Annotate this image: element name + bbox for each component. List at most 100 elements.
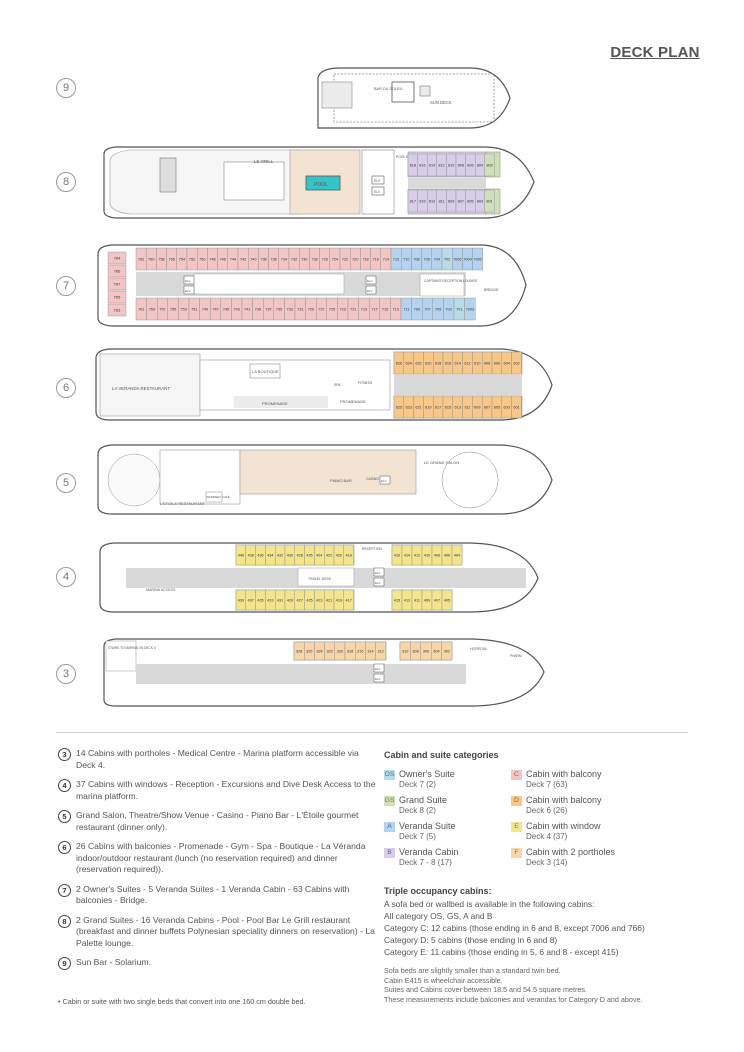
cabin-number: 314 (367, 649, 373, 653)
cabin-number: 703 (446, 307, 452, 311)
captains-lounge-label: CAPTAIN'S RECEPTION LOUNGE (424, 279, 478, 283)
cabin-number: 743 (234, 307, 240, 311)
cabin-number: 411 (414, 598, 420, 602)
cabin-number: 318 (347, 649, 353, 653)
cabin-cell (107, 303, 127, 317)
cabin-number: 764 (114, 256, 121, 261)
cabin-number: 709 (414, 307, 420, 311)
cabin-number: 609 (474, 405, 480, 409)
category-name: Cabin with 2 portholes (526, 847, 616, 857)
cabin-number: 732 (291, 257, 297, 261)
cabin-number: 810 (448, 163, 454, 167)
cabin-number: 728 (311, 257, 317, 261)
cabin-number: 739 (255, 307, 261, 311)
cabin-number: 622 (415, 361, 421, 365)
cabin-number: 802 (486, 163, 492, 167)
cabin-number: 723 (340, 307, 346, 311)
cabin-number: 610 (474, 361, 480, 365)
category-name: Veranda Cabin (399, 847, 459, 857)
spa-label: SPA (334, 383, 341, 387)
cabin-number: 7002 (473, 257, 481, 261)
internet-cafe-label: INTERNET CAFÉ (206, 494, 230, 499)
cabin-number: 625 (396, 405, 402, 409)
cabin-cell (451, 544, 463, 566)
cabin-number: 729 (308, 307, 314, 311)
cabin-number: 602 (513, 361, 519, 365)
deck-3: STAIRS TO MARINA ON DECK 4 ELV ELV HOSPI… (103, 638, 545, 707)
cabin-number: 619 (425, 405, 431, 409)
triple-title: Triple occupancy cabins: (384, 886, 492, 896)
cabin-number: 727 (318, 307, 324, 311)
cabin-number: 613 (455, 405, 461, 409)
cabin-number: 433 (267, 598, 273, 602)
deck-plan-diagram: BAR DU SOLEIL SUN DECK POOL LE GRILL ELV… (95, 67, 553, 707)
category-deck: Deck 3 (14) (526, 858, 568, 867)
pool-bar-label: POOL BAR (396, 155, 414, 159)
casino-label: CASINO (366, 477, 379, 481)
cabin-notes: Sofa beds are slightly smaller than a st… (384, 966, 704, 1004)
cabin-number: 761 (138, 307, 144, 311)
cabin-number: 412 (414, 553, 420, 557)
cabin-number: 618 (435, 361, 441, 365)
cabin-number: 615 (445, 405, 451, 409)
category-name: Owner's Suite (399, 769, 455, 779)
cabin-number: 720 (352, 257, 358, 261)
cabin-number: 431 (277, 598, 283, 602)
category-deck: Deck 6 (26) (526, 806, 568, 815)
cabin-number: 326 (306, 649, 312, 653)
legend-text: 2 Grand Suites - 16 Veranda Cabins - Poo… (76, 914, 375, 948)
cabin-number: 620 (425, 361, 431, 365)
veranda-restaurant-label: LA VERANDA RESTAURANT (112, 386, 170, 391)
cabin-number: 706 (424, 257, 430, 261)
cabin-number: 726 (322, 257, 328, 261)
cabin-number: 757 (159, 307, 165, 311)
legend-number: 6 (58, 841, 71, 854)
cabin-number: 607 (484, 405, 490, 409)
legend-number: 4 (58, 779, 71, 792)
note-line: These measurements include balconies and… (384, 994, 643, 1004)
cabin-number: 744 (230, 257, 236, 261)
cabin-number: 427 (297, 598, 303, 602)
cabin-number: 722 (342, 257, 348, 261)
cabin-number: 434 (267, 553, 273, 557)
cabin-number: 420 (336, 553, 342, 557)
cabin-cell (511, 351, 522, 375)
legend-text: Sun Bar - Solarium. (76, 957, 151, 967)
triple-occupancy: Triple occupancy cabins: A sofa bed or w… (384, 886, 704, 958)
hospital-label: HOSPITAL (470, 647, 488, 651)
cabin-cell (464, 297, 476, 321)
category-deck: Deck 4 (37) (526, 832, 568, 841)
cabin-number: 738 (260, 257, 266, 261)
deck-number-6: 6 (56, 378, 76, 398)
cabin-cell (472, 247, 484, 271)
cabin-cell (484, 189, 495, 213)
cabin-number: 432 (277, 553, 283, 557)
cabin-number: 759 (149, 307, 155, 311)
d7-elv-label-4: ELV (367, 289, 372, 293)
cabin-number: 316 (357, 649, 363, 653)
cabin-number: 708 (413, 257, 419, 261)
cabin-number: 7003 (466, 307, 474, 311)
cabin-number: 812 (438, 163, 444, 167)
cabin-number: 702 (444, 257, 450, 261)
pharm-label: PHARM (510, 654, 522, 658)
legend-number: 8 (58, 914, 71, 928)
legend-number: 3 (58, 748, 71, 761)
cabin-number: 811 (439, 199, 445, 203)
cabin-number: 405 (444, 598, 450, 602)
cabin-number: 623 (406, 405, 412, 409)
cabin-number: 766 (114, 269, 121, 274)
cabin-number: 421 (326, 598, 332, 602)
cabin-number: 7004 (463, 257, 471, 261)
cabin-number: 750 (199, 257, 205, 261)
cabin-number: 805 (467, 199, 473, 203)
cabin-number: 308 (412, 649, 418, 653)
reception-label: RECEPTION (362, 547, 382, 551)
cabin-number: 409 (424, 598, 430, 602)
d6-promenade-label-2: PROMENADE (340, 399, 366, 404)
cabin-number: 745 (223, 307, 229, 311)
